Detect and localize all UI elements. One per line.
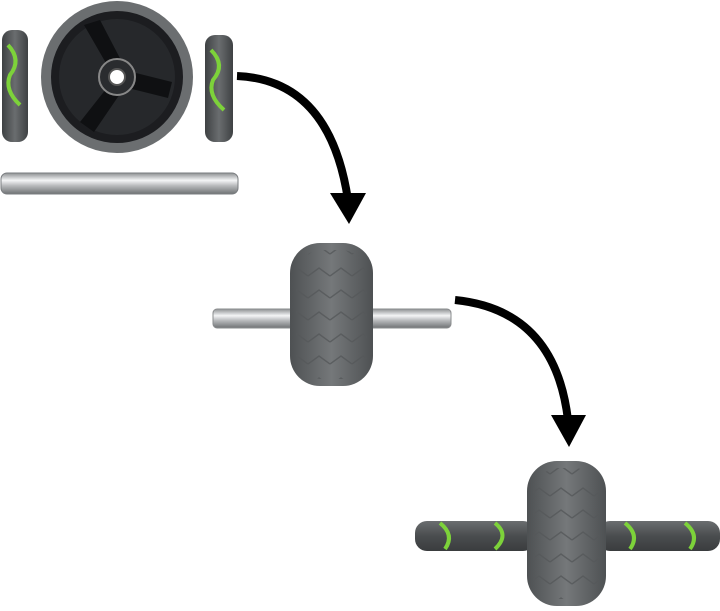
step-wheel-on-bar — [212, 243, 452, 386]
arrow-down-icon — [454, 296, 586, 447]
left-handle — [415, 521, 535, 551]
wheel — [290, 243, 373, 386]
wheel-disc — [41, 1, 193, 153]
step-assembled — [415, 461, 720, 606]
metal-bar — [0, 172, 239, 195]
left-grip — [2, 30, 28, 142]
arrow-down-icon — [236, 72, 366, 224]
right-handle — [598, 521, 720, 551]
wheel — [527, 461, 606, 606]
step-parts — [0, 1, 239, 195]
right-grip — [205, 35, 233, 142]
